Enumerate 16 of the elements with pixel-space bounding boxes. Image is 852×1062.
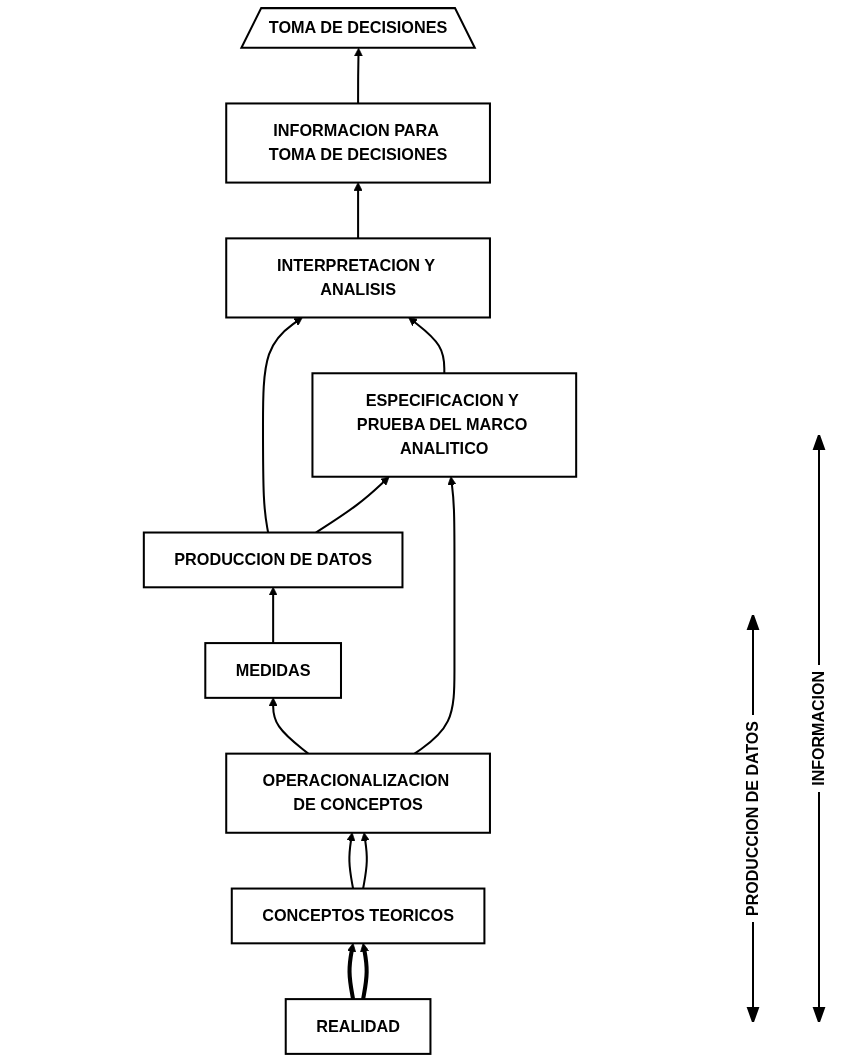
arrow <box>346 832 356 889</box>
arrow <box>408 317 446 374</box>
arrow <box>360 832 370 889</box>
range-label: INFORMACION <box>810 670 828 788</box>
arrow <box>262 317 303 533</box>
arrow <box>354 47 363 104</box>
node-box: INTERPRETACION Y ANALISIS <box>225 237 491 319</box>
node-box: INFORMACION PARA TOMA DE DECISIONES <box>225 102 491 184</box>
node-box: PRODUCCION DE DATOS <box>142 531 404 589</box>
node-box: ESPECIFICACION Y PRUEBA DEL MARCO ANALITICO <box>311 372 578 478</box>
arrow <box>353 182 363 239</box>
range-label: PRODUCCION DE DATOS <box>744 720 762 918</box>
node-box: MEDIDAS <box>204 642 342 699</box>
node-box: REALIDAD <box>284 998 432 1055</box>
node-box: CONCEPTOS TEORICOS <box>230 887 486 945</box>
node-box: OPERACIONALIZACION DE CONCEPTOS <box>225 752 491 834</box>
